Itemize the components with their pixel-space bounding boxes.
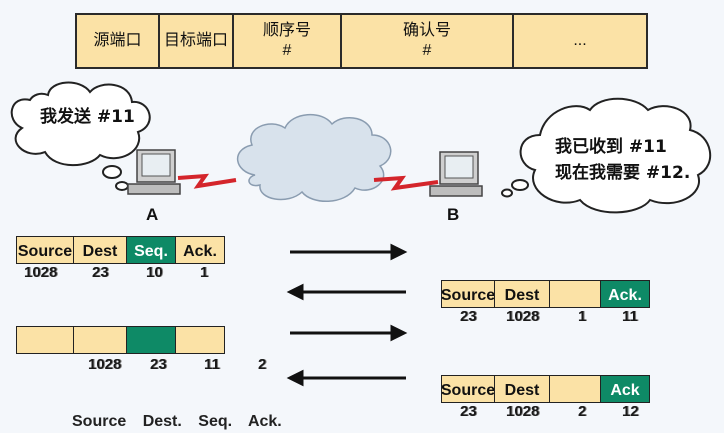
segment4-seq bbox=[549, 375, 601, 403]
segment2-dest: Dest bbox=[494, 280, 550, 308]
segment1-ack: Ack. bbox=[175, 236, 225, 264]
field-legend: Source Dest. Seq. Ack. bbox=[72, 413, 294, 431]
segment3-dest-value: 1028 bbox=[88, 356, 122, 373]
node-a-label: A bbox=[146, 205, 159, 224]
segment4-ack-value: 12 bbox=[622, 403, 639, 420]
header-ack-no: 确认号 # bbox=[340, 13, 514, 69]
segment2-ack: Ack. bbox=[600, 280, 650, 308]
segment1-source-value: 1028 bbox=[24, 264, 58, 281]
segment4-seq-value: 2 bbox=[578, 403, 587, 420]
legend-seq: Seq. bbox=[198, 413, 233, 430]
segment1-ack-value: 1 bbox=[200, 264, 209, 281]
arrow-right-2-icon bbox=[290, 324, 408, 342]
arrow-left-2-icon bbox=[286, 369, 406, 387]
segment3-seq-value: 23 bbox=[150, 356, 167, 373]
segment1-dest-value: 23 bbox=[92, 264, 109, 281]
segment4-dest: Dest bbox=[494, 375, 550, 403]
segment2-seq bbox=[549, 280, 601, 308]
segment1-source: Source bbox=[16, 236, 74, 264]
segment3-source bbox=[16, 326, 74, 354]
segment2-ack-value: 11 bbox=[622, 308, 638, 325]
segment2-seq-value: 1 bbox=[578, 308, 587, 325]
segment2-source: Source bbox=[441, 280, 495, 308]
sender-message: 我发送 #11 bbox=[40, 107, 135, 127]
link-a bbox=[177, 173, 237, 189]
legend-ack: Ack. bbox=[247, 413, 282, 430]
segment1-seq: Seq. bbox=[126, 236, 176, 264]
segment3-ack bbox=[175, 326, 225, 354]
segment4-dest-value: 1028 bbox=[506, 403, 540, 420]
segment3-extra-value: 2 bbox=[258, 356, 267, 373]
segment2-dest-value: 1028 bbox=[506, 308, 540, 325]
computer-a-icon bbox=[127, 149, 181, 195]
segment1-dest: Dest bbox=[73, 236, 127, 264]
node-b-label: B bbox=[447, 205, 460, 224]
segment4-ack: Ack bbox=[600, 375, 650, 403]
header-source-port: 源端口 bbox=[75, 13, 160, 69]
segment1-seq-value: 10 bbox=[146, 264, 163, 281]
link-b bbox=[373, 175, 439, 191]
sender-thought-cloud bbox=[10, 81, 151, 191]
arrow-left-1-icon bbox=[286, 283, 406, 301]
segment4-source-value: 23 bbox=[460, 403, 477, 420]
computer-b-icon bbox=[429, 151, 483, 197]
receiver-thought-cloud bbox=[501, 97, 712, 214]
segment3-seq bbox=[126, 326, 176, 354]
header-more: ... bbox=[512, 13, 648, 69]
header-seq-no: 顺序号 # bbox=[232, 13, 342, 69]
segment3-dest bbox=[73, 326, 127, 354]
segment2-source-value: 23 bbox=[460, 308, 477, 325]
legend-source: Source bbox=[72, 413, 127, 430]
network-cloud bbox=[236, 113, 392, 203]
segment4-source: Source bbox=[441, 375, 495, 403]
segment3-ack-value: 11 bbox=[204, 356, 220, 373]
arrow-right-1-icon bbox=[290, 243, 408, 261]
receiver-message: 我已收到 #11 现在我需要 #12. bbox=[555, 137, 691, 183]
legend-dest: Dest. bbox=[142, 413, 182, 430]
